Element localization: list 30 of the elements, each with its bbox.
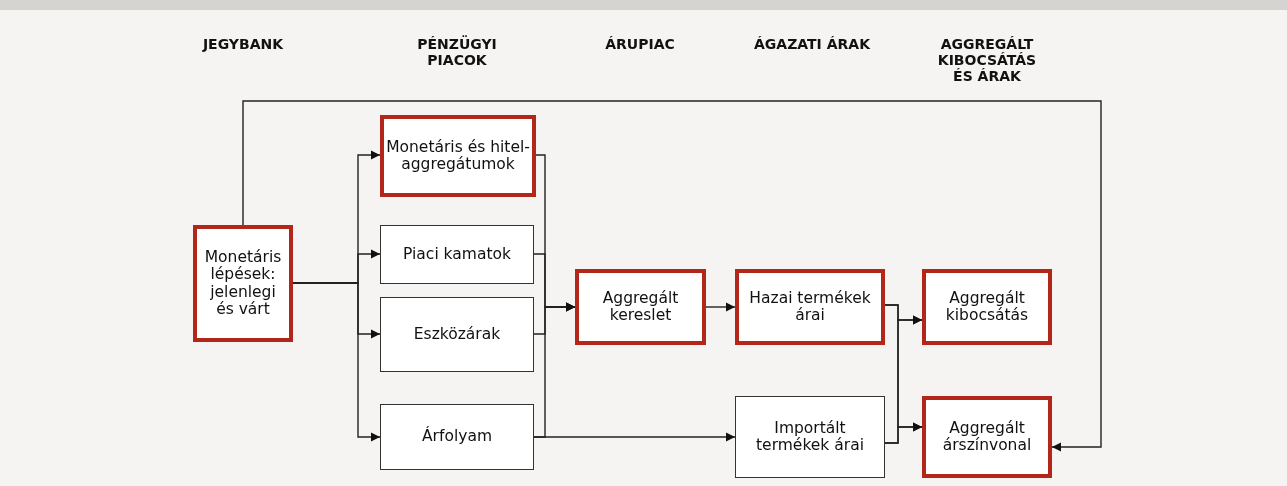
column-heading: AGGREGÁLT KIBOCSÁTÁS ÉS ÁRAK xyxy=(936,36,1038,85)
box-label: Hazai termékek árai xyxy=(748,289,872,325)
box-label: Monetáris lépések: jelenlegi és várt xyxy=(203,248,283,319)
box-label: Aggregált kibocsátás xyxy=(944,289,1030,325)
process-box xyxy=(575,269,706,345)
box-label: Aggregált kereslet xyxy=(601,289,680,325)
box-label: Árfolyam xyxy=(422,428,492,446)
box-label: Piaci kamatok xyxy=(403,245,511,264)
process-box xyxy=(922,396,1052,478)
process-box xyxy=(193,225,293,342)
box-label: Importált termékek árai xyxy=(755,419,865,455)
process-box xyxy=(735,269,885,345)
process-box xyxy=(380,297,534,372)
arrow xyxy=(533,432,736,442)
process-box xyxy=(922,269,1052,345)
column-heading: ÁRUPIAC xyxy=(604,36,676,53)
column-heading: ÁGAZATI ÁRAK xyxy=(753,36,871,53)
process-box xyxy=(380,404,534,470)
arrow xyxy=(242,100,1102,452)
box-label: Monetáris és hitel-aggregátumok xyxy=(386,138,530,174)
column-heading: PÉNZÜGYI PIACOK xyxy=(416,36,498,69)
arrow xyxy=(884,422,923,444)
box-label: Eszközárak xyxy=(413,325,501,344)
column-heading: JEGYBANK xyxy=(201,36,285,53)
box-label: Aggregált árszínvonal xyxy=(941,419,1033,455)
process-box xyxy=(735,396,885,478)
arrow xyxy=(292,282,381,442)
arrow xyxy=(705,302,736,312)
process-box xyxy=(380,115,536,197)
process-box xyxy=(380,225,534,284)
